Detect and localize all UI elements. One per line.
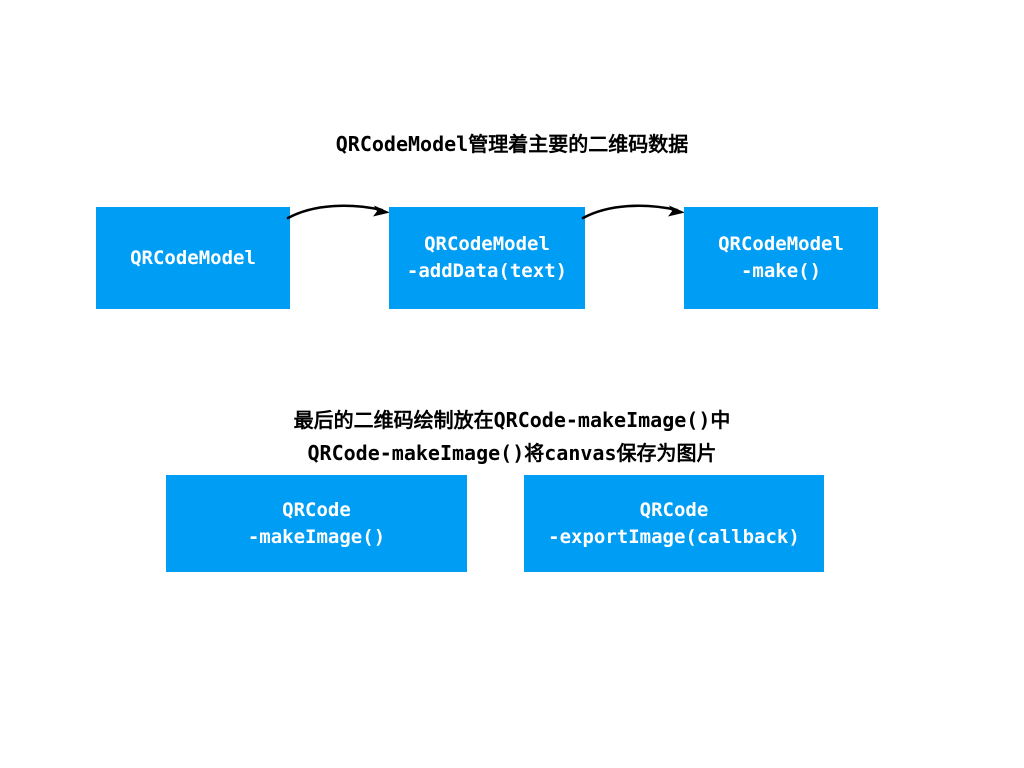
flow-node-qrcodemodel[interactable]: QRCodeModel [96, 207, 290, 309]
flow-node-label-line: -addData(text) [406, 260, 568, 282]
flow-node-qrcode-exportimage[interactable]: QRCode -exportImage(callback) [524, 475, 824, 572]
flow-node-label-line: -makeImage() [247, 525, 386, 548]
page-title: QRCodeModel管理着主要的二维码数据 [335, 132, 689, 156]
caption-block: 最后的二维码绘制放在QRCode-makeImage()中 QRCode-mak… [0, 404, 1024, 470]
caption-line-1: 最后的二维码绘制放在QRCode-makeImage()中 [293, 408, 731, 432]
flow-node-label-line: QRCode [282, 498, 351, 521]
arrow-adddata-to-make-icon [581, 204, 685, 220]
flow-node-label-line: QRCodeModel [130, 246, 256, 269]
flow-node-label-line: -make() [740, 260, 822, 282]
flow-node-label-line: QRCodeModel [718, 233, 844, 255]
flow-node-qrcode-makeimage[interactable]: QRCode -makeImage() [166, 475, 467, 572]
flow-node-label-line: QRCodeModel [424, 233, 550, 255]
flow-node-label-line: QRCode [639, 498, 709, 521]
flow-node-qrcodemodel-make[interactable]: QRCodeModel -make() [684, 207, 878, 309]
flow-node-qrcodemodel-adddata[interactable]: QRCodeModel -addData(text) [389, 207, 585, 309]
caption-line-2: QRCode-makeImage()将canvas保存为图片 [307, 441, 717, 465]
arrow-model-to-adddata-icon [286, 204, 390, 220]
flow-node-label-line: -exportImage(callback) [548, 525, 800, 548]
